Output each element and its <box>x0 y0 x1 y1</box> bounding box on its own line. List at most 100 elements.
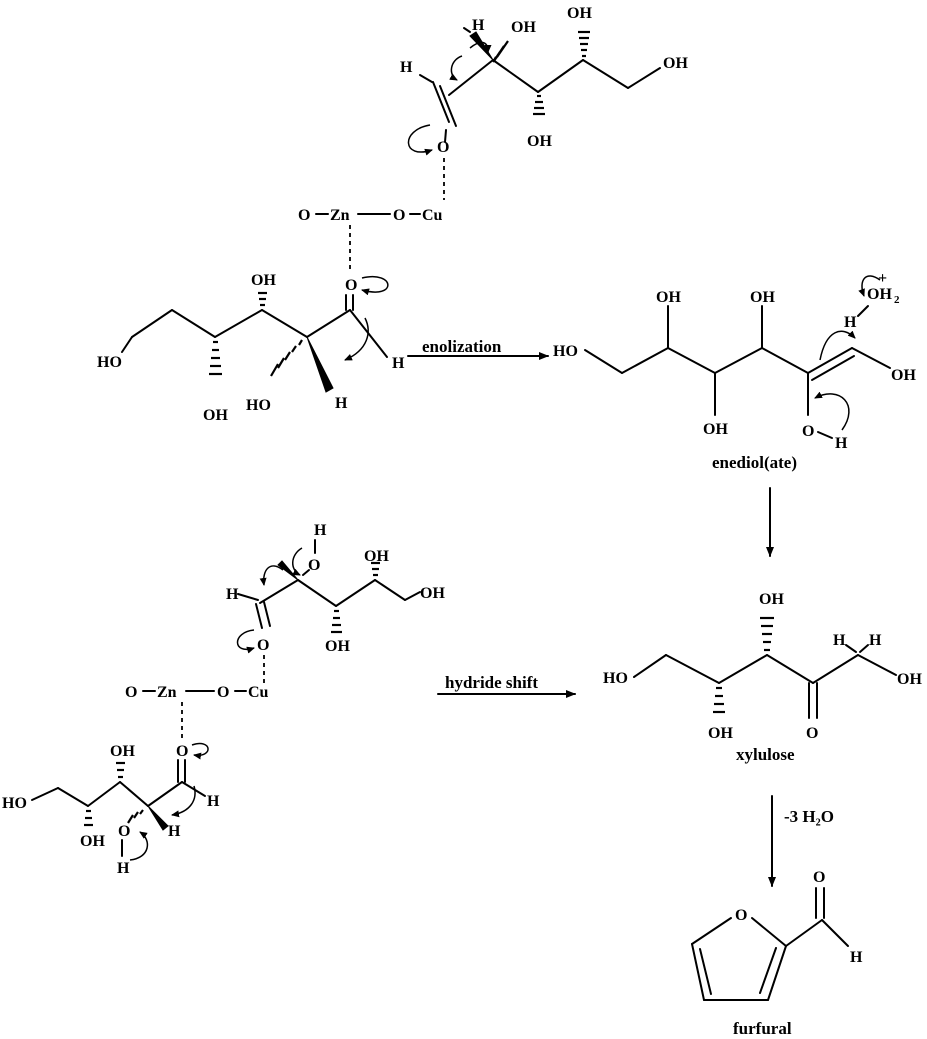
svg-text:OH: OH <box>110 743 135 760</box>
lower-xylose-molecule: O HO H OH OH HO <box>97 272 405 424</box>
hash-wedge <box>533 94 545 116</box>
electron-arrow <box>814 391 850 431</box>
svg-text:O: O <box>437 139 449 156</box>
hash-wedge <box>492 40 509 63</box>
svg-text:Zn: Zn <box>157 684 177 701</box>
upper-xylose-molecule: H H OH OH OH OH O <box>400 5 688 156</box>
electron-arrow <box>129 831 149 861</box>
svg-text:H: H <box>833 632 846 649</box>
svg-text:2: 2 <box>894 294 900 306</box>
bold-wedge <box>147 805 169 831</box>
water-loss-label: -3 H₂O <box>784 807 834 826</box>
svg-text:O: O <box>118 823 130 840</box>
svg-text:O: O <box>806 725 818 742</box>
svg-text:O: O <box>257 637 269 654</box>
svg-text:H: H <box>844 314 857 331</box>
hash-wedge <box>331 609 342 634</box>
svg-text:O: O <box>298 207 310 224</box>
hash-wedge <box>760 616 774 652</box>
svg-text:O: O <box>802 423 814 440</box>
bold-wedge <box>306 336 334 393</box>
zn-cu-center-top: O Zn O Cu <box>298 207 443 224</box>
xylulose-molecule: HO OH O H H OH OH xylulose <box>603 591 922 764</box>
svg-text:HO: HO <box>553 343 578 360</box>
svg-text:O: O <box>217 684 229 701</box>
svg-text:HO: HO <box>97 354 122 371</box>
hash-wedge <box>371 561 380 577</box>
svg-text:OH: OH <box>80 833 105 850</box>
svg-text:O: O <box>813 869 825 886</box>
svg-text:HO: HO <box>2 795 27 812</box>
svg-text:OH: OH <box>703 421 728 438</box>
enediolate-molecule: HO OH OH OH OH O H H OH 2 + enediol(ate) <box>553 270 916 472</box>
electron-arrow <box>449 55 463 81</box>
electron-arrow <box>236 629 255 654</box>
hydride-upper-xylose: H OH O H OH OH O <box>226 522 445 655</box>
hash-wedge <box>713 686 725 714</box>
svg-text:+: + <box>878 270 887 287</box>
svg-text:OH: OH <box>663 55 688 72</box>
svg-text:H: H <box>472 17 485 34</box>
electron-arrow <box>344 317 369 361</box>
svg-text:OH: OH <box>750 289 775 306</box>
svg-text:OH: OH <box>867 286 892 303</box>
svg-text:OH: OH <box>203 407 228 424</box>
hash-wedge <box>84 809 93 827</box>
enediolate-label: enediol(ate) <box>712 453 797 472</box>
svg-text:OH: OH <box>364 548 389 565</box>
svg-text:HO: HO <box>603 670 628 687</box>
electron-arrow <box>361 275 389 296</box>
svg-text:H: H <box>117 860 130 877</box>
svg-text:OH: OH <box>511 19 536 36</box>
svg-text:OH: OH <box>567 5 592 22</box>
svg-text:OH: OH <box>759 591 784 608</box>
svg-text:Cu: Cu <box>248 684 269 701</box>
svg-text:O: O <box>393 207 405 224</box>
svg-text:H: H <box>226 586 239 603</box>
hydride-lower-xylose: O H HO OH OH O H H <box>2 742 220 877</box>
electron-arrow <box>292 547 303 576</box>
xylulose-label: xylulose <box>736 745 795 764</box>
svg-text:H: H <box>850 949 863 966</box>
svg-text:OH: OH <box>897 671 922 688</box>
enolization-label: enolization <box>422 337 502 356</box>
hash-wedge <box>258 291 267 307</box>
svg-text:O: O <box>308 557 320 574</box>
svg-text:H: H <box>207 793 220 810</box>
svg-text:H: H <box>314 522 327 539</box>
dehydration-step: -3 H₂O <box>768 795 834 887</box>
enolization-step: enolization <box>407 337 549 360</box>
hydride-shift-label: hydride shift <box>445 673 538 692</box>
svg-text:OH: OH <box>656 289 681 306</box>
svg-text:OH: OH <box>251 272 276 289</box>
svg-text:H: H <box>335 395 348 412</box>
hash-wedge <box>270 339 303 377</box>
svg-text:H: H <box>400 59 413 76</box>
hash-wedge <box>127 809 144 824</box>
svg-text:H: H <box>392 355 405 372</box>
svg-text:O: O <box>125 684 137 701</box>
electron-arrow <box>171 785 196 818</box>
svg-text:OH: OH <box>527 133 552 150</box>
zn-cu-center-bottom: O Zn O Cu <box>125 684 269 701</box>
svg-text:Zn: Zn <box>330 207 350 224</box>
electron-arrow <box>858 275 881 297</box>
svg-text:HO: HO <box>246 397 271 414</box>
svg-text:H: H <box>869 632 882 649</box>
electron-arrow <box>407 124 433 156</box>
svg-text:OH: OH <box>325 638 350 655</box>
electron-arrow <box>819 330 856 361</box>
furfural-molecule: O O H furfural <box>691 869 863 1038</box>
svg-text:OH: OH <box>708 725 733 742</box>
hash-wedge <box>209 340 222 376</box>
furfural-label: furfural <box>733 1019 792 1038</box>
svg-text:O: O <box>345 277 357 294</box>
hash-wedge <box>578 30 590 58</box>
svg-text:OH: OH <box>420 585 445 602</box>
electron-arrow <box>469 41 492 53</box>
svg-text:OH: OH <box>891 367 916 384</box>
electron-arrow <box>259 565 284 586</box>
svg-text:O: O <box>176 743 188 760</box>
electron-arrow <box>191 742 209 760</box>
